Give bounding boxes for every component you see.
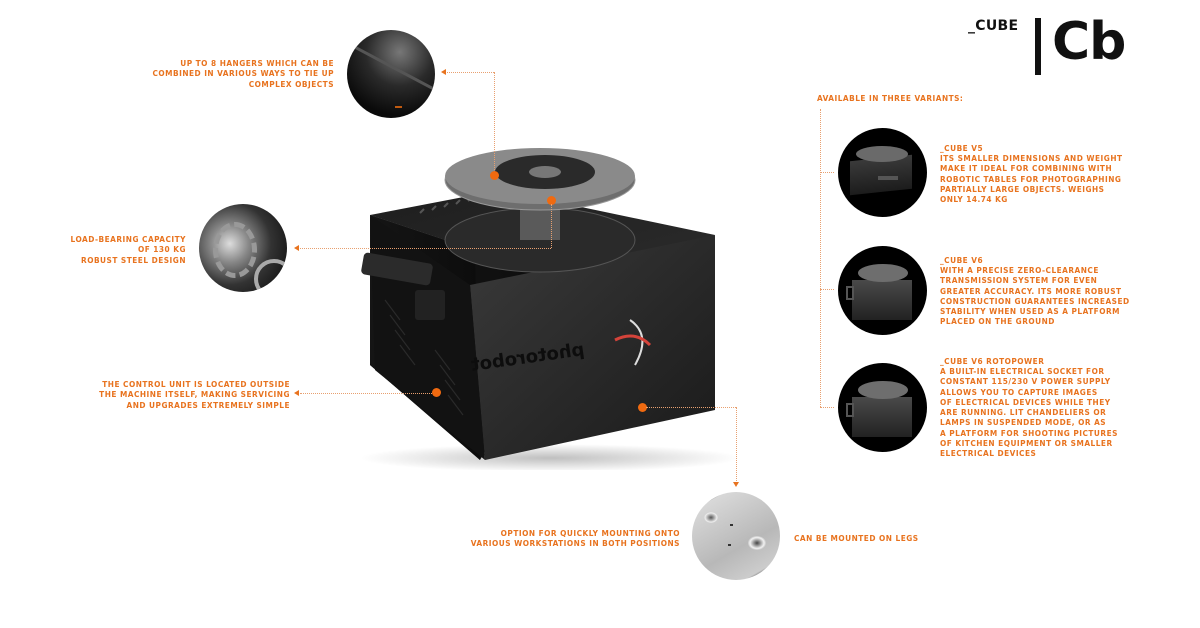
connector-load-h <box>300 248 551 249</box>
arrow-hangers <box>441 69 446 75</box>
variants-tick-2 <box>820 289 834 290</box>
variant-v6-image[interactable] <box>838 246 927 335</box>
arrow-load <box>294 245 299 251</box>
variant-v6-description: WITH A PRECISE ZERO-CLEARANCE TRANSMISSI… <box>940 265 1130 327</box>
brand-symbol: Cb <box>1052 12 1126 72</box>
variant-v5-description: ITS SMALLER DIMENSIONS AND WEIGHT MAKE I… <box>940 153 1123 205</box>
variant-v6-rotopower-description: A BUILT-IN ELECTRICAL SOCKET FOR CONSTAN… <box>940 366 1118 459</box>
variants-bracket <box>820 109 821 407</box>
callout-legs: CAN BE MOUNTED ON LEGS <box>794 533 919 543</box>
hangers-detail-image <box>347 30 435 118</box>
arrow-mounting <box>733 482 739 487</box>
arrow-control <box>294 390 299 396</box>
variants-tick-3 <box>820 407 834 408</box>
gear-detail-image <box>199 204 287 292</box>
hotspot-hangers[interactable] <box>490 171 499 180</box>
connector-control-h <box>300 393 432 394</box>
variants-heading: AVAILABLE IN THREE VARIANTS: <box>817 93 964 103</box>
mounting-detail-image <box>692 492 780 580</box>
callout-mounting: OPTION FOR QUICKLY MOUNTING ONTO VARIOUS… <box>470 528 680 549</box>
variants-tick-1 <box>820 172 834 173</box>
callout-control: THE CONTROL UNIT IS LOCATED OUTSIDE THE … <box>99 379 290 410</box>
hotspot-mounting[interactable] <box>638 403 647 412</box>
product-image: photorobot <box>340 140 740 472</box>
brand-prefix: _CUBE <box>968 18 1019 34</box>
callout-load: LOAD-BEARING CAPACITY OF 130 kg ROBUST S… <box>70 234 186 265</box>
variant-v5-image[interactable] <box>838 128 927 217</box>
connector-load-v <box>551 204 552 248</box>
hotspot-control[interactable] <box>432 388 441 397</box>
variant-v6-name: _CUBE V6 <box>940 255 984 265</box>
connector-mounting-h <box>646 407 736 408</box>
brand-divider <box>1035 18 1041 75</box>
connector-hangers-v <box>494 72 495 176</box>
hotspot-load[interactable] <box>547 196 556 205</box>
variant-v6-rotopower-name: _CUBE V6 ROTOPOWER <box>940 356 1045 366</box>
callout-hangers: UP TO 8 HANGERS WHICH CAN BE COMBINED IN… <box>152 58 334 89</box>
variant-v6-rotopower-image[interactable] <box>838 363 927 452</box>
connector-hangers-h <box>447 72 494 73</box>
variant-v5-name: _CUBE V5 <box>940 143 984 153</box>
connector-mounting-v <box>736 407 737 483</box>
